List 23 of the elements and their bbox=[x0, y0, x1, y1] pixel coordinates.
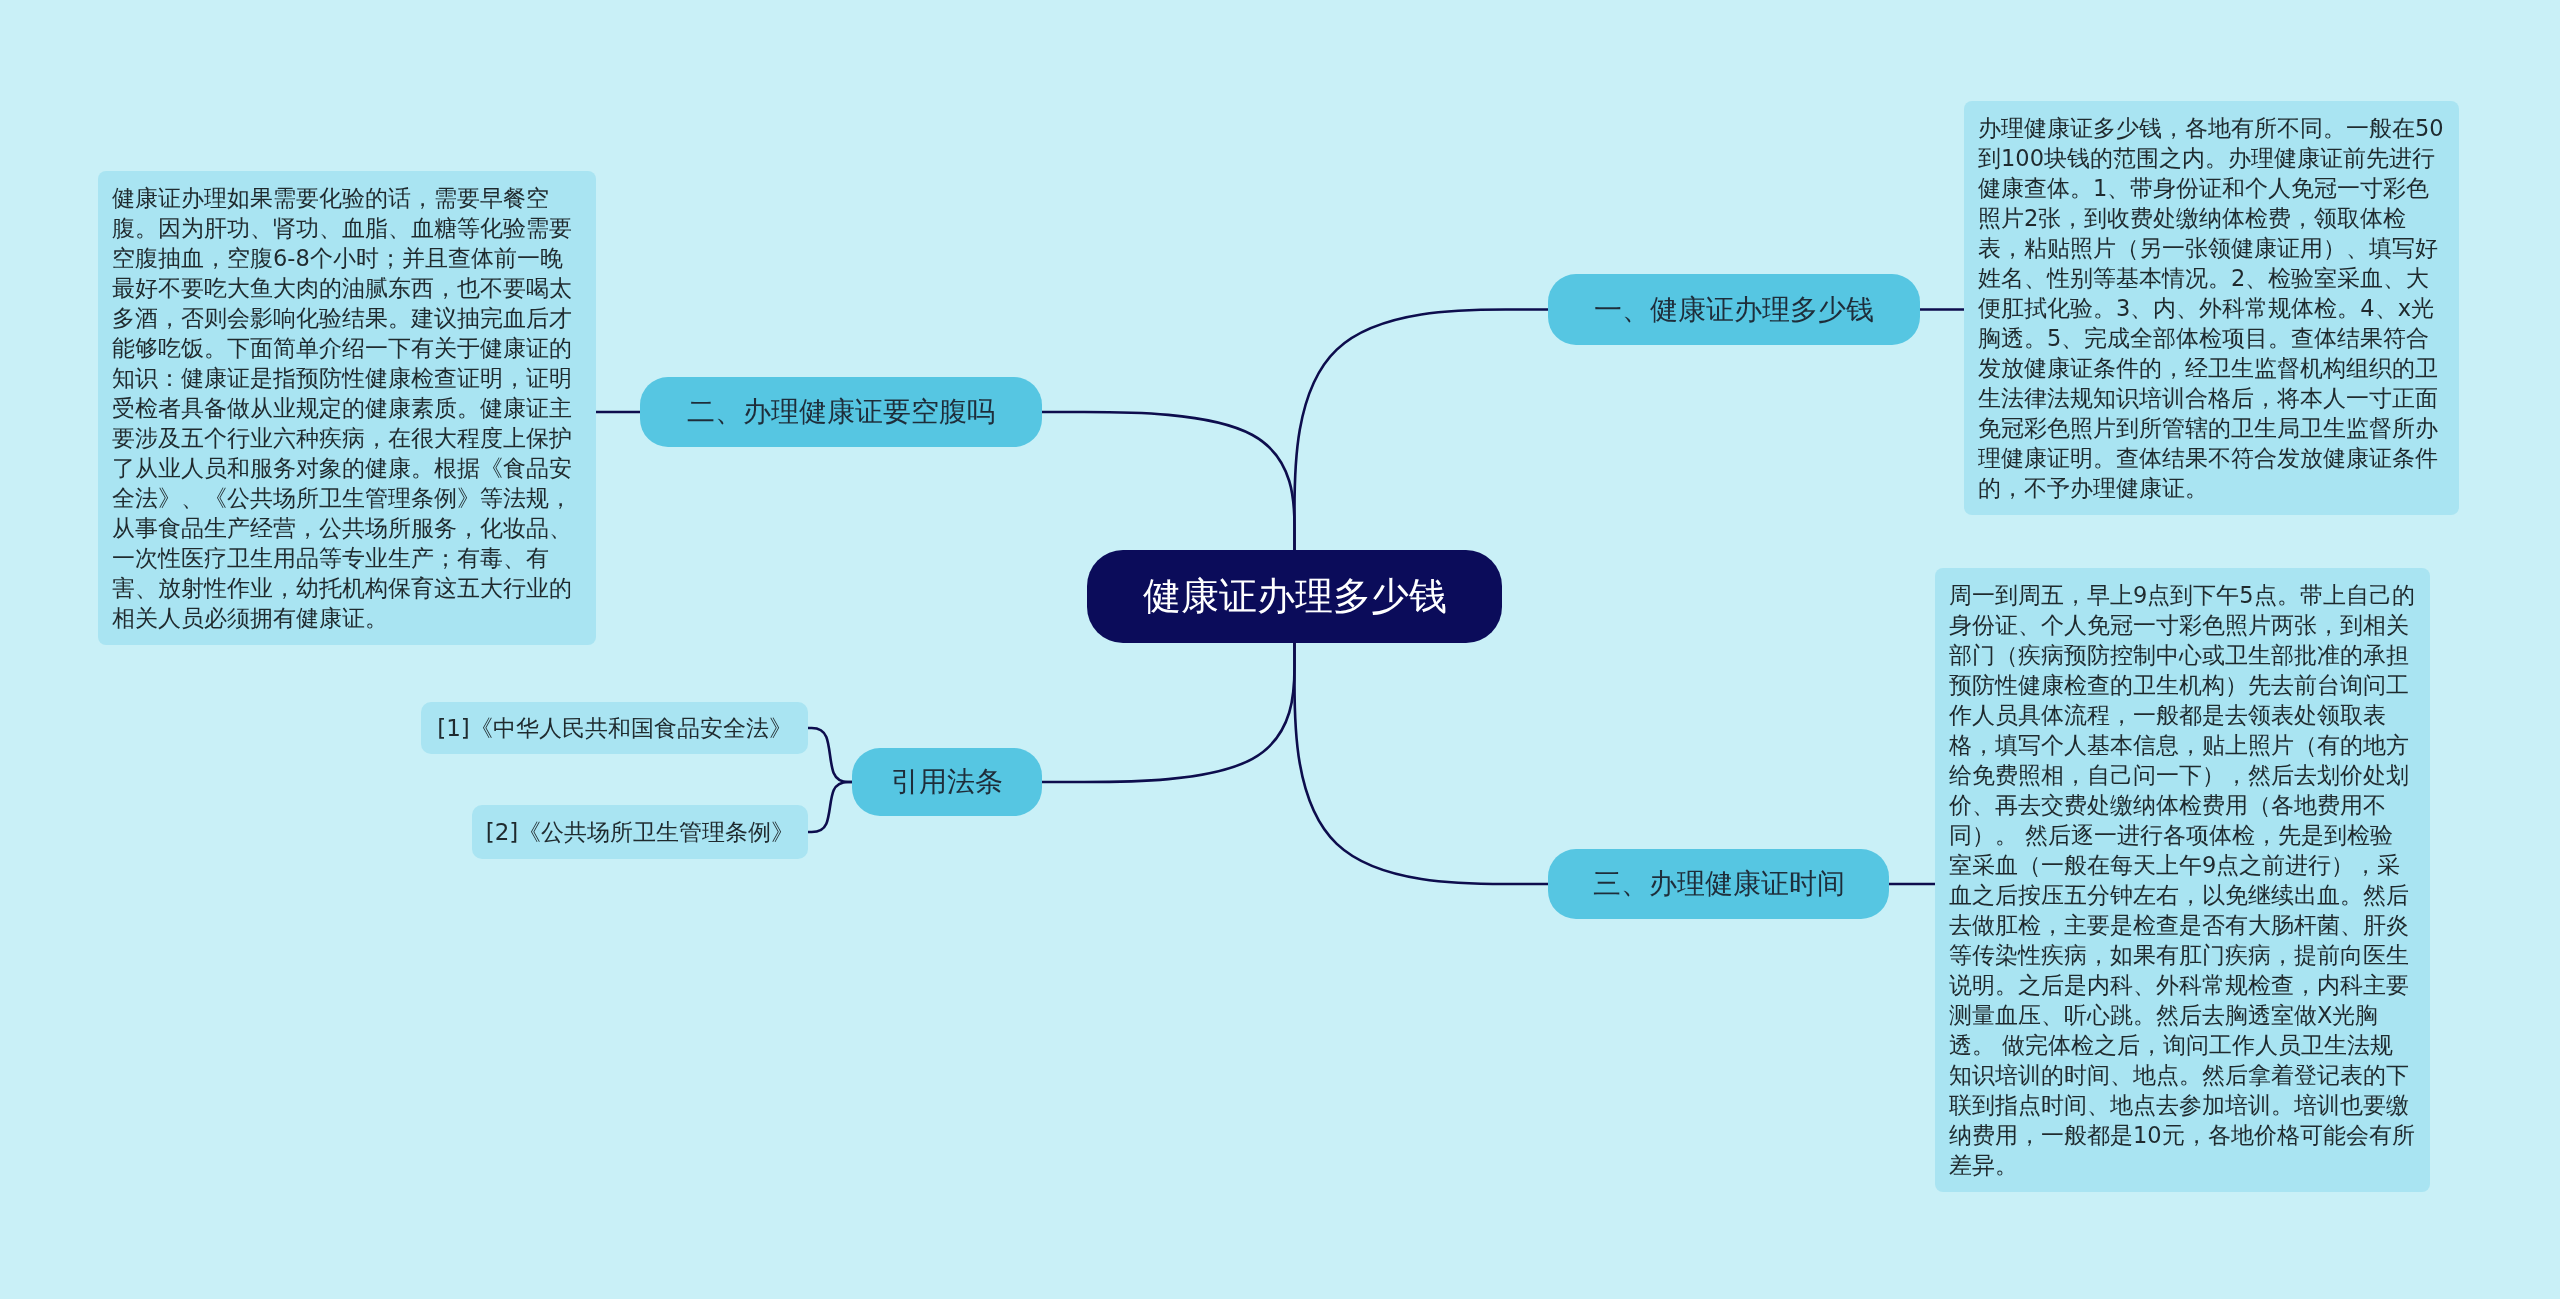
reference-text: [2]《公共场所卫生管理条例》 bbox=[485, 817, 795, 847]
connector-line bbox=[1042, 410, 1296, 550]
connector-line bbox=[1920, 308, 1964, 311]
central-topic-text: 健康证办理多少钱 bbox=[1142, 573, 1447, 620]
connector-line bbox=[1293, 643, 1548, 886]
reference-box bbox=[472, 805, 808, 859]
reference-box bbox=[421, 702, 808, 754]
topic-box bbox=[1548, 274, 1920, 345]
topic-box bbox=[852, 748, 1042, 816]
central-topic bbox=[1087, 550, 1502, 643]
note-text: 健康证办理如果需要化验的话，需要早餐空腹。因为肝功、肾功、血脂、血糖等化验需要空腹抽血，空腹6-8个小时；并且查体前一晚最好不要吃大鱼大肉的油腻东西，也不要喝太多酒，否则会影响化验结果。建议抽完血后才能够吃饭。下面简单介绍一下有关于健康证的知识：健康证是指预防性健康检查证明，证明受检者具备做从业规定的健康素质。健康证主要涉及五个行业六种疾病，在很大程度上保护了从业人员和服务对象的健康。根据《食品安全法》、《公共场所卫生管理条例》等法规，从事食品生产经营，公共场所服务，化妆品、一次性医疗卫生用品等专业生产；有毒、有害、放射性作业，幼托机构保育这五大行业的相关人员必须拥有健康证。 bbox=[112, 185, 572, 631]
topic-box bbox=[640, 377, 1042, 447]
topic-text: 一、健康证办理多少钱 bbox=[1594, 291, 1874, 328]
topic-box bbox=[1548, 849, 1889, 919]
connector-line bbox=[596, 410, 640, 414]
reference-text: [1]《中华人民共和国食品安全法》 bbox=[437, 713, 792, 743]
topic-text: 二、办理健康证要空腹吗 bbox=[687, 394, 995, 430]
connector-line bbox=[808, 780, 852, 834]
note-text: 办理健康证多少钱，各地有所不同。一般在50到100块钱的范围之内。办理健康证前先进行健康查体。1、带身份证和个人免冠一寸彩色照片2张，到收费处缴纳体检费，领取体检表，粘贴照片（另一张领健康证用）、填写好姓名、性别等基本情况。2、检验室采血、大便肛拭化验。3、内、外科常规体检。4、x光胸透。5、完成全部体检项目。查体结果符合发放健康证条件的，经卫生监督机构组织的卫生法律法规知识培训合格后，将本人一寸正面免冠彩色照片到所管辖的卫生局卫生监督所办理健康证明。查体结果不符合发放健康证条件的，不予办理健康证。 bbox=[1978, 115, 2444, 501]
connector-line bbox=[1889, 882, 1935, 886]
topic-text: 三、办理健康证时间 bbox=[1592, 866, 1845, 902]
note-text: 周一到周五，早上9点到下午5点。带上自己的身份证、个人免冠一寸彩色照片两张，到相关部门（疾病预防控制中心或卫生部批准的承担预防性健康检查的卫生机构）先去前台询问工作人员具体流程，一般都是去领表处领取表格，填写个人基本信息，贴上照片（有的地方给免费照相，自己问一下），然后去划价处划价、再去交费处缴纳体检费用（各地费用不同）。 然后逐一进行各项体检，先是到检验室采血（一般在每天上午9点之前进行），采血之后按压五分钟左右，以免继续出血。然后去做肛检，主要是检查是否有大肠杆菌、肝炎等传染性疾病，如果有肛门疾病，提前向医生说明。之后是内科、外科常规检查，内科主要测量血压、听心跳。然后去胸透室做X光胸透。 做完体检之后，询问工作人员卫生法规知识培训的时间、地点。然后拿着登记表的下联到指点时间、地点去参加培训。培训也要缴纳费用，一般都是10元，各地价格可能会有所差异。 bbox=[1949, 582, 2415, 1178]
topic-text: 引用法条 bbox=[891, 764, 1003, 800]
